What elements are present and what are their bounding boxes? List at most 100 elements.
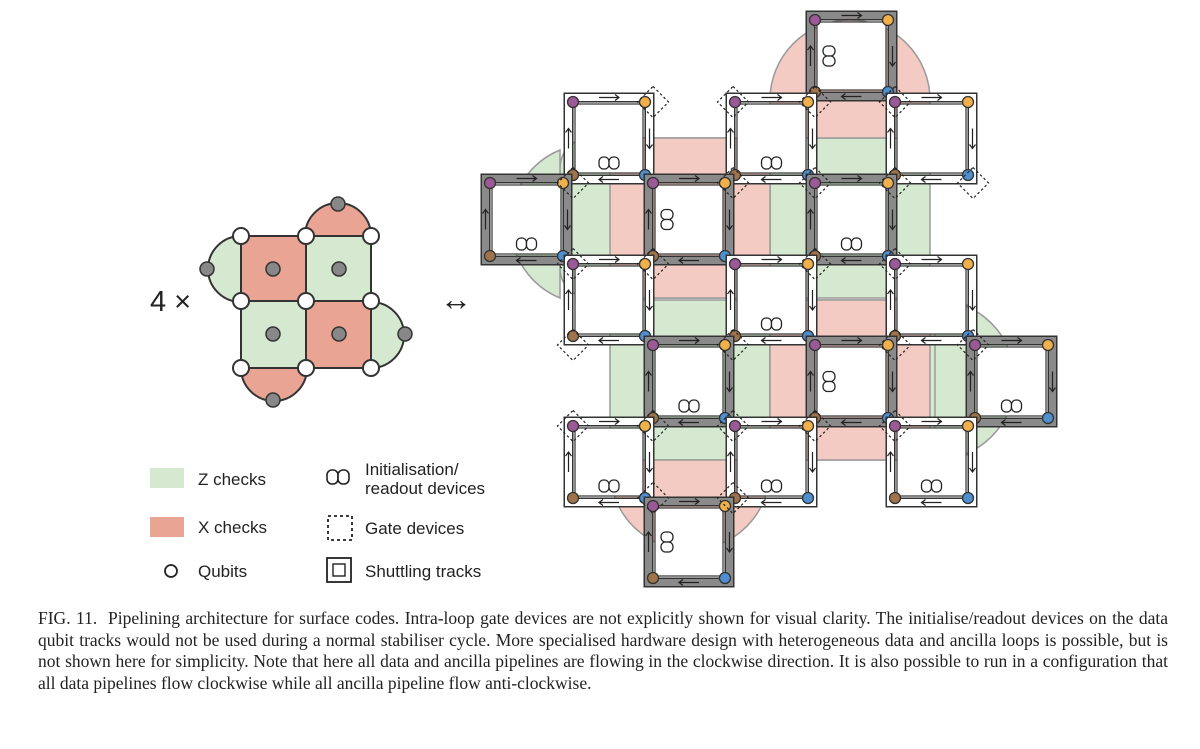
qubit — [881, 13, 895, 27]
gate-device — [556, 166, 590, 200]
data-qubit — [362, 359, 380, 377]
data-qubit — [297, 227, 315, 245]
flow-arrow — [515, 257, 537, 264]
shuttling-loops — [480, 10, 1058, 588]
caption-label: FIG. 11. — [38, 608, 98, 628]
flow-arrow — [726, 371, 733, 393]
data-qubit — [362, 227, 380, 245]
qubit — [808, 13, 822, 27]
flow-arrow — [889, 371, 896, 393]
qubit — [566, 419, 580, 433]
flow-arrow — [645, 208, 652, 230]
gate-device — [878, 166, 912, 200]
flow-arrow — [760, 337, 782, 344]
shuttling-track-loop — [643, 173, 735, 266]
init-readout-device — [770, 317, 783, 331]
flow-arrow — [761, 94, 783, 101]
qubit — [888, 419, 902, 433]
legend-init-label-line1: Initialisation/ — [365, 460, 459, 479]
init-readout-device — [920, 479, 933, 493]
flow-arrow — [679, 337, 700, 344]
flow-arrow — [889, 209, 896, 231]
flow-arrow — [726, 209, 733, 231]
qubit — [961, 168, 975, 182]
track-inner — [574, 265, 644, 335]
shuttling-track-loop — [805, 173, 898, 266]
data-qubit — [232, 292, 250, 310]
flow-arrow — [727, 289, 734, 310]
flow-arrow — [565, 127, 572, 149]
qubit — [1041, 338, 1055, 352]
qubit — [968, 338, 982, 352]
shuttling-track-loop — [805, 335, 898, 428]
qubit — [566, 491, 580, 505]
init-readout-device — [770, 479, 783, 493]
qubit — [728, 419, 742, 433]
shuttling-track-loop — [885, 92, 978, 185]
ancilla-qubit — [397, 326, 413, 342]
flow-arrow — [516, 175, 538, 182]
legend-x-label: X checks — [198, 518, 267, 537]
flow-arrow — [840, 419, 862, 426]
flow-arrow — [809, 290, 816, 311]
init-readout-device — [822, 45, 836, 57]
init-readout-device — [822, 55, 836, 67]
gate-device — [556, 409, 590, 443]
qubit — [718, 571, 732, 585]
qubit — [961, 257, 975, 271]
flow-arrow — [920, 499, 942, 506]
shuttling-track-loop — [885, 254, 978, 346]
gate-device — [716, 85, 750, 119]
shuttling-track-loop — [563, 254, 655, 346]
flow-arrow — [727, 451, 734, 472]
gate-device — [798, 166, 832, 200]
gate-device — [636, 247, 670, 281]
shuttling-track-loop — [725, 254, 818, 346]
qubit — [646, 571, 660, 585]
flow-arrow — [840, 93, 862, 100]
qubit — [961, 95, 975, 109]
caption-text: Pipelining architecture for surface code… — [38, 608, 1168, 693]
qubit — [961, 419, 975, 433]
flow-arrow — [807, 45, 814, 66]
flow-arrow — [599, 94, 620, 101]
gate-device — [956, 328, 990, 362]
gate-device — [798, 409, 832, 443]
shuttling-track-loop — [885, 416, 978, 508]
pipeline-architecture — [480, 10, 1058, 588]
shuttling-track-loop — [643, 335, 735, 428]
data-qubit — [232, 359, 250, 377]
legend-track-label: Shuttling tracks — [365, 562, 481, 581]
flow-arrow — [678, 419, 699, 426]
qubit — [801, 491, 815, 505]
flow-arrow — [967, 370, 974, 392]
shuttling-track-loop — [480, 173, 573, 266]
init-readout-device — [608, 479, 620, 493]
init-readout-device — [660, 208, 674, 221]
qubit — [888, 491, 902, 505]
qubit — [566, 329, 580, 343]
flow-arrow — [809, 128, 816, 150]
flow-arrow — [841, 12, 863, 19]
flow-arrow — [645, 370, 652, 392]
track-inner — [896, 103, 967, 174]
flow-arrow — [760, 176, 782, 183]
qubit — [801, 257, 815, 271]
legend-qubit-label: Qubits — [198, 562, 247, 581]
surface-code-patch — [199, 196, 413, 408]
multiplier-label: 4 × — [150, 286, 191, 318]
init-readout-device — [515, 237, 528, 251]
legend-init-readout-icon — [326, 469, 350, 485]
qubit — [881, 176, 895, 190]
legend-gate-label: Gate devices — [365, 519, 464, 538]
init-readout-device — [760, 317, 773, 331]
legend-track-icon — [326, 557, 352, 583]
flow-arrow — [727, 127, 734, 149]
gate-device — [878, 85, 912, 119]
qubit — [718, 176, 732, 190]
qubit — [638, 419, 652, 433]
flow-arrow — [969, 128, 976, 150]
flow-arrow — [565, 289, 572, 310]
qubit — [646, 499, 660, 513]
flow-arrow — [887, 289, 894, 310]
